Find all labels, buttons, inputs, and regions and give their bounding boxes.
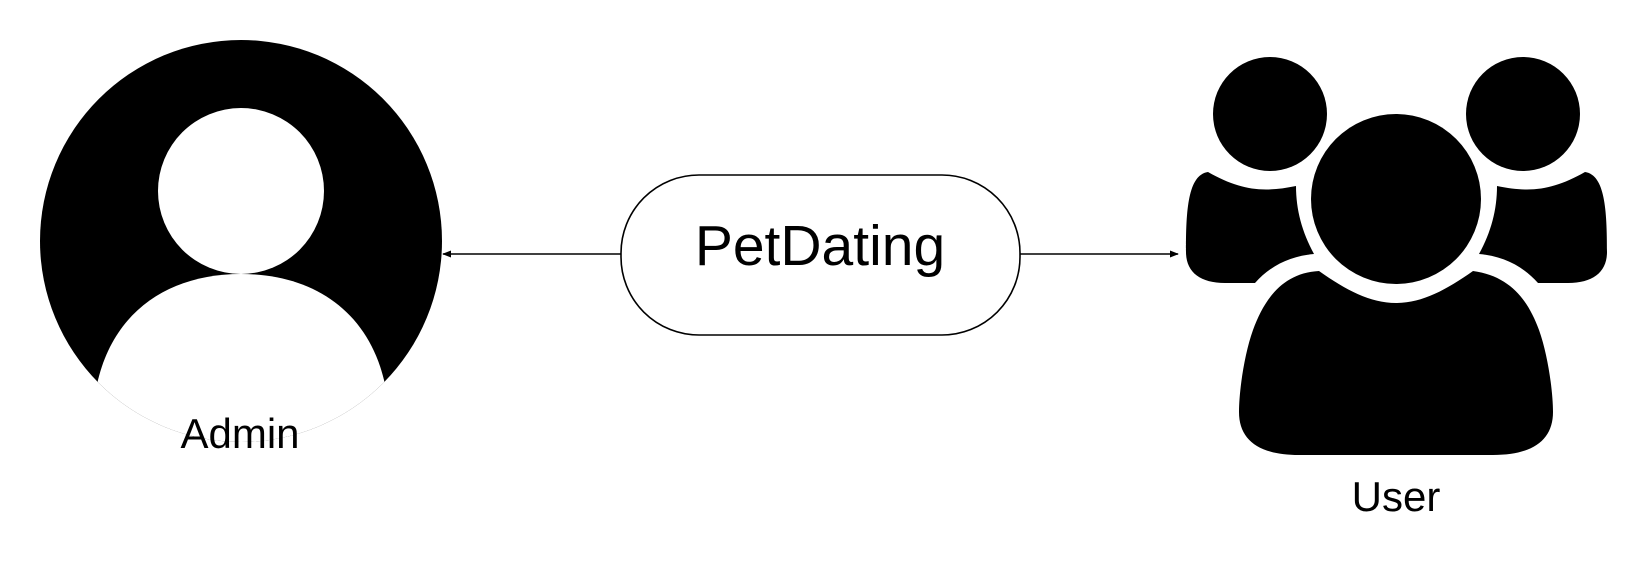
petdating-node-label: PetDating	[694, 214, 946, 278]
admin-label: Admin	[180, 410, 300, 457]
admin-user-icon	[40, 40, 442, 442]
user-group-icon	[1186, 57, 1607, 455]
user-label: User	[1351, 473, 1441, 520]
petdating-node[interactable]	[620, 174, 1021, 336]
